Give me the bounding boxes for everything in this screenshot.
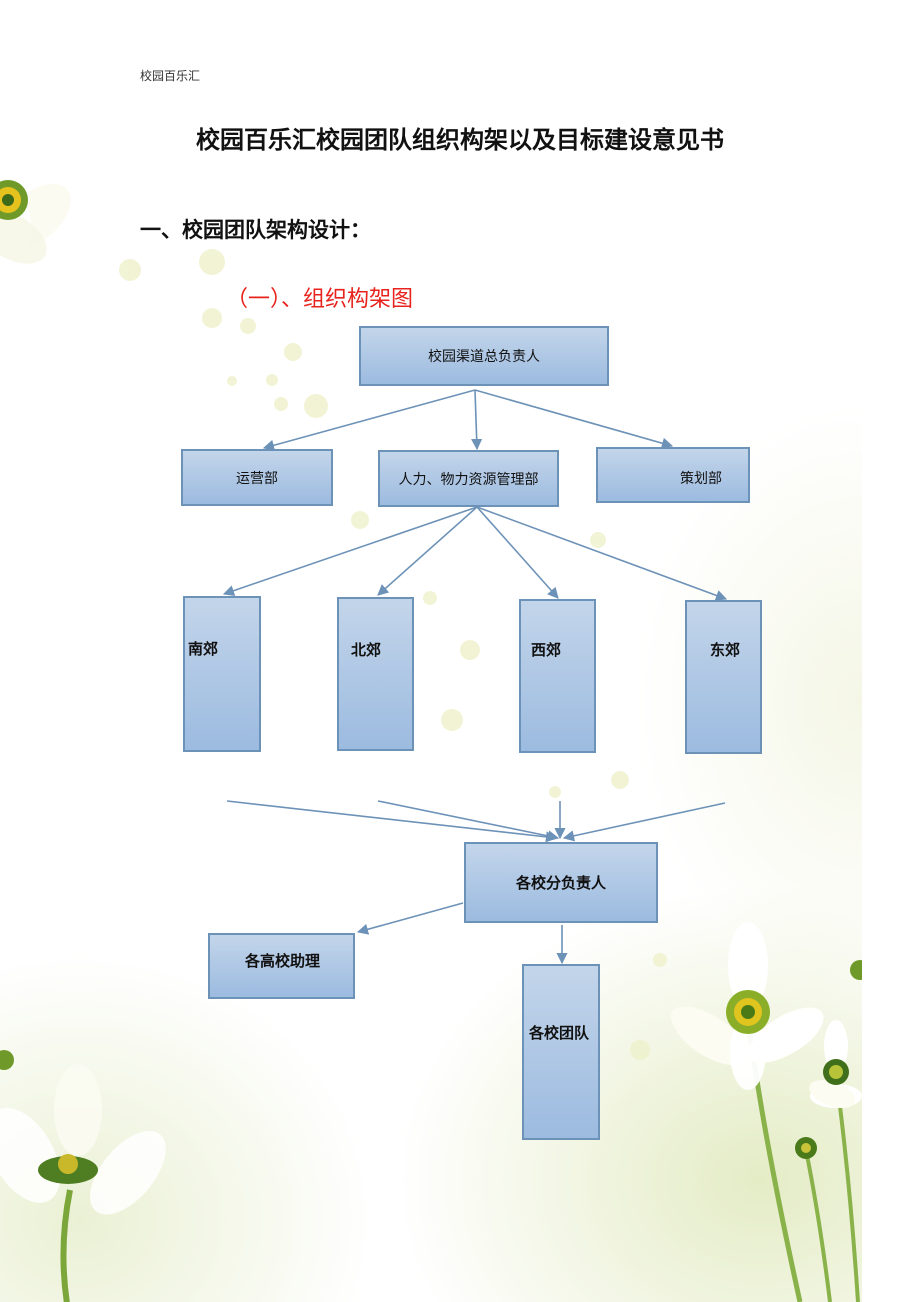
node-school-assistant: 各高校助理 — [208, 933, 355, 999]
node-region-south: 南郊 — [183, 596, 261, 752]
node-hr-resources-label: 人力、物力资源管理部 — [398, 471, 539, 488]
node-hr-resources: 人力、物力资源管理部 — [378, 450, 559, 507]
arrow-hr-to-east — [476, 506, 728, 601]
node-region-north-label: 北郊 — [351, 641, 382, 659]
node-school-assistant-label: 各高校助理 — [245, 952, 321, 970]
node-planning-label: 策划部 — [680, 471, 722, 487]
node-school-teams-label: 各校团队 — [529, 1024, 590, 1042]
document-title: 校园百乐汇校园团队组织构架以及目标建设意见书 — [196, 126, 724, 154]
node-region-west-label: 西郊 — [531, 641, 562, 659]
arrow-hr-to-south — [222, 506, 478, 597]
arrow-north-to-head — [377, 800, 560, 842]
node-operations-label: 运营部 — [236, 470, 278, 487]
arrow-south-to-head — [226, 800, 558, 843]
node-region-south-label: 南郊 — [188, 640, 219, 658]
arrow-hr-to-west — [476, 506, 559, 599]
arrow-head-to-assistant — [356, 902, 464, 935]
arrow-top-to-planning — [474, 389, 674, 449]
arrow-east-to-head — [562, 802, 726, 842]
node-planning: 策划部 — [596, 447, 750, 503]
node-operations: 运营部 — [181, 449, 333, 506]
node-top-leader-label: 校园渠道总负责人 — [428, 349, 540, 365]
page-margin-strip — [862, 0, 920, 1302]
node-region-east-label: 东郊 — [710, 641, 741, 659]
subsection-heading: （一）、组织构架图 — [226, 287, 414, 312]
arrow-hr-to-north — [377, 506, 478, 596]
running-header: 校园百乐汇 — [140, 69, 201, 83]
node-region-east: 东郊 — [685, 600, 762, 754]
arrow-top-to-ops — [262, 389, 476, 451]
node-region-north: 北郊 — [337, 597, 414, 751]
node-school-head-label: 各校分负责人 — [515, 874, 606, 892]
node-school-head: 各校分负责人 — [464, 842, 658, 923]
arrow-top-to-hr — [471, 389, 483, 451]
node-top-leader: 校园渠道总负责人 — [359, 326, 609, 386]
section-heading: 一、校园团队架构设计： — [140, 218, 371, 242]
node-school-teams: 各校团队 — [522, 964, 600, 1140]
node-region-west: 西郊 — [519, 599, 596, 753]
